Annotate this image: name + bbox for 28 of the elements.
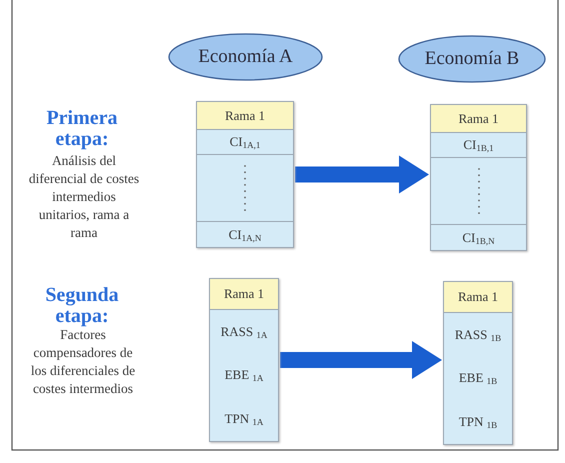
economy-ellipse bbox=[168, 33, 323, 81]
arrow bbox=[295, 156, 429, 194]
economy-ellipse bbox=[398, 35, 546, 83]
table-column bbox=[196, 101, 294, 248]
header-cell: Rama 1 bbox=[197, 102, 293, 129]
header-cell: Rama 1 bbox=[431, 105, 526, 132]
stage-heading: Segunda etapa: bbox=[44, 285, 120, 327]
table-cell: RASS $_{1B}$ bbox=[444, 312, 512, 356]
header-cell: Rama 1 bbox=[210, 279, 278, 309]
arrow bbox=[280, 341, 442, 379]
table-cell: RASS $_{1A}$ bbox=[210, 309, 278, 353]
economy-title: Economía B bbox=[424, 48, 520, 70]
stage-description: Factores compensadores de los diferenciales de costes intermedios bbox=[30, 326, 136, 398]
table-cell: CI$_{1A,1}$ bbox=[197, 129, 293, 154]
table-column bbox=[430, 104, 527, 251]
stage-heading: Primera etapa: bbox=[45, 108, 119, 150]
table-cell: TPN $_{1B}$ bbox=[444, 400, 512, 444]
table-cell: CI$_{1B,N}$ bbox=[431, 224, 526, 250]
table-cell: CI$_{1B,1}$ bbox=[431, 132, 526, 157]
header-cell: Rama 1 bbox=[444, 282, 512, 312]
table-cell: EBE $_{1A}$ bbox=[210, 353, 278, 397]
economy-title: Economía A bbox=[197, 46, 294, 68]
table-cell: TPN $_{1A}$ bbox=[210, 397, 278, 441]
stage-description: Análisis del diferencial de costes intermedios unitarios, rama a rama bbox=[28, 152, 140, 242]
table-cell: EBE $_{1B}$ bbox=[444, 356, 512, 400]
table-column bbox=[443, 281, 513, 445]
table-cell: CI$_{1A,N}$ bbox=[197, 221, 293, 247]
table-column bbox=[209, 278, 279, 442]
